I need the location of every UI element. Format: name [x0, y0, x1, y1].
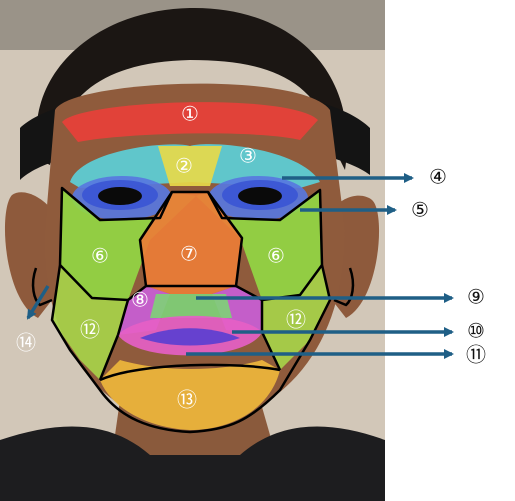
label-6-right: ⑥: [267, 244, 285, 268]
label-2: ②: [175, 154, 193, 178]
label-8: ⑧: [131, 288, 149, 312]
label-1: ①: [181, 102, 199, 126]
label-10: ⑩: [467, 319, 485, 343]
label-12-right: ⑫: [286, 308, 306, 332]
label-9: ⑨: [467, 285, 485, 309]
label-14: ⑭: [16, 331, 36, 355]
label-5: ⑤: [411, 198, 429, 222]
left-eye: [98, 187, 142, 205]
label-11: ⑪: [466, 343, 486, 367]
label-4: ④: [429, 165, 447, 189]
label-12-left: ⑫: [80, 318, 100, 342]
label-13: ⑬: [177, 388, 197, 412]
label-6-left: ⑥: [91, 244, 109, 268]
label-7: ⑦: [180, 242, 198, 266]
right-eye: [238, 187, 282, 205]
label-3: ③: [239, 144, 257, 168]
